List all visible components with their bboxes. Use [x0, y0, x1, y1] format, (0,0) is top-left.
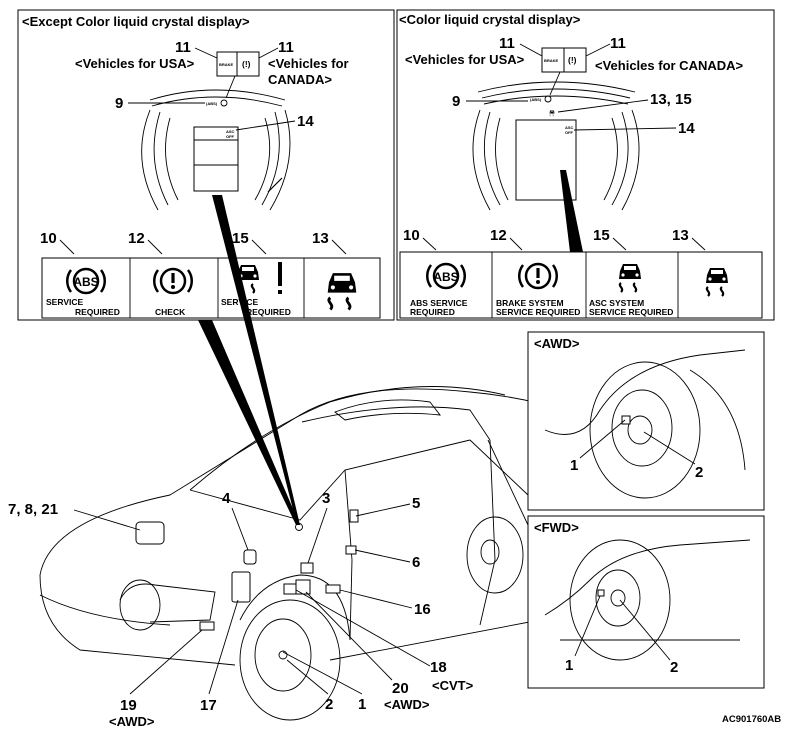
card-line1: BRAKE SYSTEM	[496, 298, 564, 308]
inset-awd: <AWD> 1 2	[527, 331, 765, 511]
components	[135, 509, 359, 660]
callout-12: 12	[128, 230, 145, 247]
card-abs-service: ABS SERVICE REQUIRED	[46, 267, 120, 317]
canada-label-1: <Vehicles for	[268, 56, 349, 71]
callout-19: 19	[120, 697, 137, 714]
canada-label-2: CANADA>	[268, 72, 332, 87]
panel-except-color: <Except Color liquid crystal display> BR…	[17, 9, 395, 321]
callout-1: 1	[570, 457, 578, 474]
abs-indicator: (ABS)	[530, 97, 542, 102]
callout-18: 18	[430, 659, 447, 676]
card-line1: SERVICE	[46, 297, 83, 307]
brake-switch	[243, 549, 257, 565]
callout-2: 2	[670, 659, 678, 676]
card-line2: SERVICE REQUIRED	[589, 307, 673, 317]
usa-label: <Vehicles for USA>	[405, 52, 525, 67]
callout-13: 13	[672, 227, 689, 244]
abs-hydraulic-unit	[135, 521, 165, 545]
callout-11a: 11	[499, 35, 515, 52]
callout-16: 16	[414, 601, 431, 618]
sensor-16	[325, 584, 341, 594]
card-line1: ABS SERVICE	[410, 298, 468, 308]
callout-10: 10	[40, 230, 57, 247]
usa-label: <Vehicles for USA>	[75, 56, 195, 71]
callout-7-8-21: 7, 8, 21	[8, 501, 58, 518]
callout-15: 15	[232, 230, 249, 247]
abs-icon: ABS	[73, 275, 98, 289]
callout-14: 14	[297, 113, 314, 130]
card-line2: REQUIRED	[410, 307, 455, 317]
card-line1: CHECK	[155, 307, 186, 317]
callout-6: 6	[412, 554, 420, 571]
callout-14: 14	[678, 120, 695, 137]
callout-2: 2	[695, 464, 703, 481]
callout-5: 5	[412, 495, 420, 512]
panel-title: <Color liquid crystal display>	[399, 12, 581, 27]
callout-1: 1	[565, 657, 573, 674]
brake-word: BRAKE	[219, 62, 234, 67]
instrument-cluster: ASC OFF (ABS)	[141, 89, 291, 211]
unit-19	[199, 621, 215, 631]
callout-2: 2	[325, 696, 333, 713]
callout-15: 15	[593, 227, 610, 244]
asc-off-1: ASC	[226, 129, 235, 134]
inset-title: <FWD>	[534, 520, 579, 535]
card-brake-check: CHECK	[152, 267, 194, 317]
callout-20: 20	[392, 680, 409, 697]
abs-indicator: (ABS)	[206, 101, 218, 106]
abs-icon: ABS	[433, 270, 458, 284]
callout-12: 12	[490, 227, 507, 244]
panel-title: <Except Color liquid crystal display>	[22, 14, 250, 29]
panel-color: <Color liquid crystal display> BRAKE (!)…	[396, 9, 775, 321]
callout-11b: 11	[278, 39, 294, 56]
canada-label: <Vehicles for CANADA>	[595, 58, 744, 73]
card-line1: ASC SYSTEM	[589, 298, 644, 308]
card-line2: SERVICE REQUIRED	[496, 307, 580, 317]
figure-id: AC901760AB	[722, 714, 781, 725]
awd-label-19: <AWD>	[109, 714, 155, 729]
cvt-label: <CVT>	[432, 678, 474, 693]
sensor-6	[345, 545, 357, 555]
callout-9: 9	[452, 93, 460, 110]
card-line2: REQUIRED	[75, 307, 120, 317]
callout-13: 13	[312, 230, 329, 247]
callout-10: 10	[403, 227, 420, 244]
awd-label-20: <AWD>	[384, 697, 430, 712]
asc-off-2: OFF	[226, 134, 235, 139]
inset-fwd: <FWD> 1 2	[527, 515, 765, 689]
inset-title: <AWD>	[534, 336, 580, 351]
sensor-18	[283, 583, 297, 595]
asc-off-1: ASC	[565, 125, 574, 130]
card-brake-system: BRAKE SYSTEM SERVICE REQUIRED	[496, 262, 580, 317]
asc-off-2: OFF	[565, 130, 574, 135]
callout-3: 3	[322, 490, 330, 507]
abs-lamp-icon: (!)	[568, 55, 577, 65]
card-abs-service: ABS ABS SERVICE REQUIRED	[410, 262, 468, 317]
sensor-20	[295, 579, 311, 595]
callout-17: 17	[200, 697, 217, 714]
abs-lamp-icon: (!)	[242, 59, 251, 69]
callout-11b: 11	[610, 35, 626, 52]
callout-9: 9	[115, 95, 123, 112]
ecu-17	[231, 571, 251, 603]
callout-1: 1	[358, 696, 366, 713]
instrument-cluster: ASC OFF (ABS)	[472, 81, 640, 211]
card-line2: REQUIRED	[246, 307, 291, 317]
sensor-3	[300, 562, 314, 574]
callout-13-15: 13, 15	[650, 91, 692, 108]
callout-11a: 11	[175, 39, 191, 56]
brake-word: BRAKE	[544, 58, 559, 63]
wheel-speed-sensor	[278, 650, 288, 660]
callout-4: 4	[222, 490, 231, 507]
card-asc-system: ASC SYSTEM SERVICE REQUIRED	[589, 262, 673, 317]
